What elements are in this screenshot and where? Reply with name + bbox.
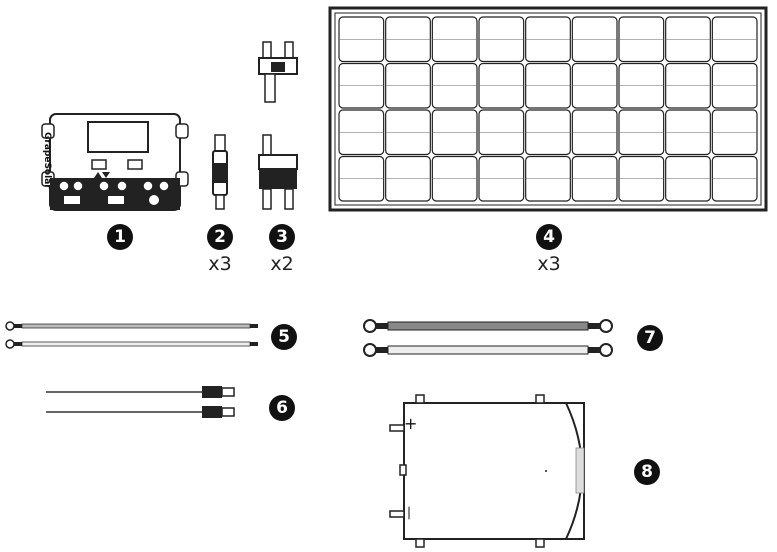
item-number-badge-4: 4 xyxy=(536,224,562,250)
item-number-badge-7: 7 xyxy=(637,325,663,351)
branch-connector-single-illustration xyxy=(212,134,228,210)
item-number-badge-1: 1 xyxy=(107,224,133,250)
battery-negative-label: — xyxy=(401,506,417,520)
item-number-badge-2: 2 xyxy=(207,224,233,250)
battery-illustration xyxy=(389,394,585,548)
item-quantity-3: x2 xyxy=(270,253,294,275)
item-number-badge-5: 5 xyxy=(271,324,297,350)
item-number-badge-8: 8 xyxy=(634,459,660,485)
battery-positive-label: + xyxy=(404,414,418,433)
item-number-badge-3: 3 xyxy=(269,224,295,250)
mc4-extension-cables-illustration xyxy=(46,386,235,418)
item-quantity-2: x3 xyxy=(208,253,232,275)
item-quantity-4: x3 xyxy=(537,253,561,275)
brand-text: GrapeSolar xyxy=(42,132,52,189)
solar-panel-illustration xyxy=(328,6,768,212)
charge-controller-illustration xyxy=(41,113,189,211)
ring-terminal-cables-illustration xyxy=(5,321,258,349)
item-number-badge-6: 6 xyxy=(269,395,295,421)
branch-connector-top-illustration xyxy=(258,41,298,103)
branch-connector-bottom-illustration xyxy=(258,134,298,210)
battery-cables-illustration xyxy=(363,319,613,357)
